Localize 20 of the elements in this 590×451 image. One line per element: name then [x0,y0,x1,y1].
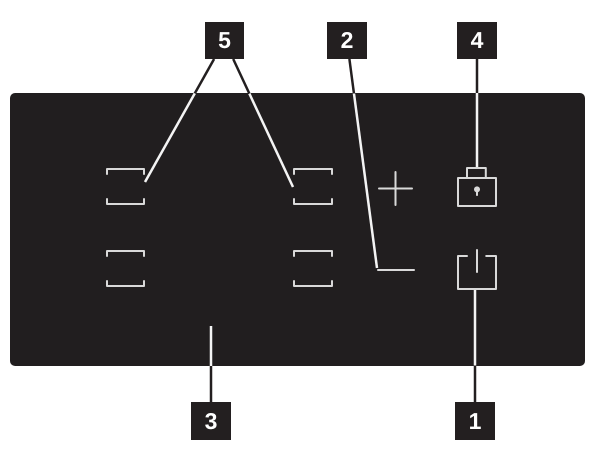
leader-line [476,59,478,167]
callout-number: 4 [457,22,497,59]
digit-display-icon [293,168,333,205]
leader-line [144,58,216,183]
digit-display-icon [106,250,145,287]
digit-display-icon [293,250,333,287]
digit-display-icon [106,168,145,205]
minus-icon [377,268,415,272]
callout-number: 1 [455,402,495,440]
callout-number: 3 [191,402,231,440]
callout-number: 2 [327,22,367,59]
leader-line [474,290,476,402]
lock-icon [457,167,497,207]
control-panel [10,93,585,366]
leader-line [210,326,212,402]
callout-number: 5 [205,22,244,59]
power-icon [457,249,497,290]
plus-icon [378,171,413,206]
leader-line [232,58,294,188]
leader-line [348,58,378,268]
